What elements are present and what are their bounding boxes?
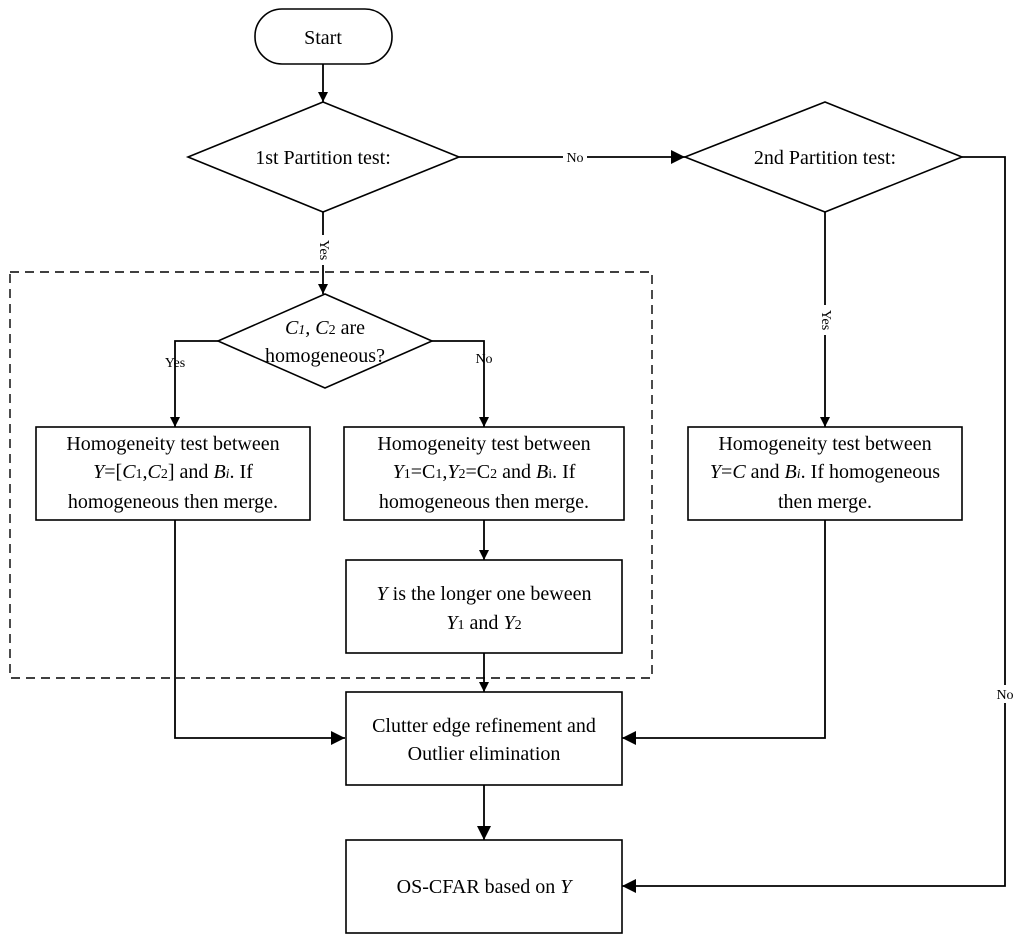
box-longer-one [345, 559, 623, 654]
decision-homogeneous [216, 293, 434, 389]
decision1-label: 1st Partition test: [255, 147, 391, 169]
first-partition-region [9, 271, 653, 679]
box-longer-line1: Y is the longer one beween [377, 583, 592, 605]
arrow-decision3-no [432, 340, 489, 427]
decision-2nd-partition [682, 101, 965, 213]
box-refine-line1: Clutter edge refinement and [372, 715, 596, 737]
decision3-line2: homogeneous? [265, 345, 385, 367]
label-no-decision1: No [566, 151, 583, 166]
box-homogeneity-single [687, 426, 963, 521]
label-yes-decision3: Yes [165, 356, 185, 371]
label-no-decision3: No [475, 352, 492, 367]
label-yes-decision1: Yes [316, 240, 331, 260]
box-right-line2: Y=C and Bi. If homogeneous [710, 461, 940, 483]
start-terminator [254, 8, 393, 65]
label-no-decision2: No [996, 688, 1013, 703]
box-left-line3: homogeneous then merge. [68, 491, 278, 513]
decision3-line1: C1, C2 are [285, 317, 365, 339]
box-homogeneity-separate [343, 426, 625, 521]
arrow-right-to-refine [622, 520, 826, 745]
arrow-decision3-yes [170, 340, 218, 427]
box-left-line2: Y=[C1,C2] and Bi. If [93, 461, 253, 483]
box-mid-line1: Homogeneity test between [377, 433, 590, 455]
box-refine-line2: Outlier elimination [408, 743, 561, 765]
decision2-label: 2nd Partition test: [754, 147, 896, 169]
box-right-line1: Homogeneity test between [718, 433, 931, 455]
box-longer-line2: Y1 and Y2 [446, 612, 521, 634]
arrow-decision2-no [622, 156, 1006, 893]
box-left-line1: Homogeneity test between [66, 433, 279, 455]
box-mid-line2: Y1=C1,Y2=C2 and Bi. If [393, 461, 576, 483]
box-cfar-label: OS-CFAR based on Y [397, 876, 574, 898]
box-homogeneity-joint [35, 426, 311, 521]
decision-1st-partition [185, 101, 462, 213]
arrow-left-to-refine [174, 520, 345, 745]
box-clutter-refinement [345, 691, 623, 786]
connectors [170, 64, 1006, 893]
box-mid-line3: homogeneous then merge. [379, 491, 589, 513]
box-right-line3: then merge. [778, 491, 872, 513]
label-yes-decision2: Yes [818, 310, 833, 330]
box-os-cfar [345, 839, 623, 934]
start-label: Start [304, 27, 342, 49]
